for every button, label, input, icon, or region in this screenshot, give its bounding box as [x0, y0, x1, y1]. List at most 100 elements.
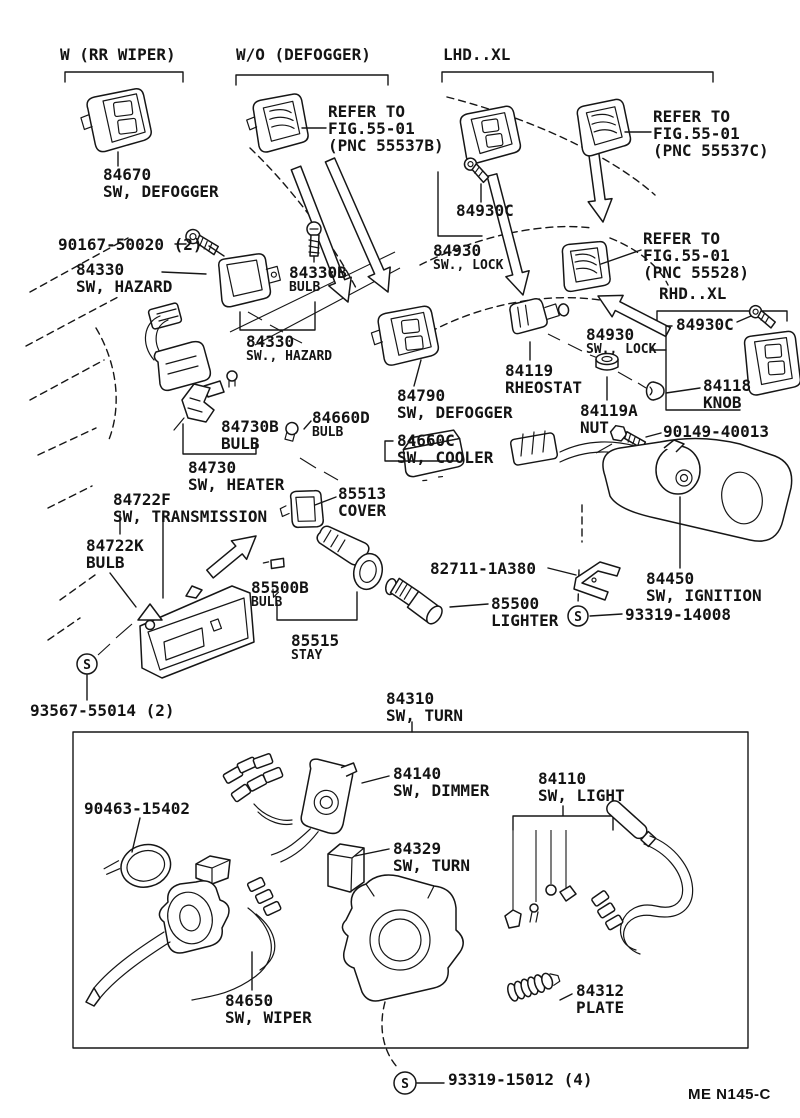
- part-name: SW, IGNITION: [646, 586, 762, 605]
- cooler-switch-84660c: [402, 429, 465, 482]
- part-number: 84930C: [456, 201, 514, 220]
- part-number: REFER TO: [328, 102, 406, 121]
- knob-84118: [645, 381, 665, 401]
- part-number: 85515: [291, 631, 340, 650]
- header-wo-defogger: W/O (DEFOGGER): [236, 45, 371, 64]
- heater-switch-lever-84730: [173, 383, 215, 431]
- cable-tie-90463: [103, 843, 172, 888]
- screw-84930c-rhd: [748, 304, 776, 329]
- wire-harness-connectors: [222, 753, 293, 826]
- part-number: 84119A: [580, 401, 638, 420]
- part-name: BULB: [251, 595, 283, 610]
- part-name: SW., LOCK: [433, 258, 504, 273]
- lock-switch-rhd: [743, 330, 800, 396]
- transmission-switch-panel-84722f: [139, 585, 255, 679]
- leader-lines-lower: [131, 775, 573, 1084]
- rheostat-84119: [509, 297, 570, 335]
- ignition-switch-assembly-84450: [509, 430, 793, 542]
- part-name: (PNC 55528): [643, 263, 749, 282]
- part-name: FIG.55-01: [653, 124, 740, 143]
- part-number: 84660D: [312, 408, 370, 427]
- part-name: SW, HAZARD: [76, 277, 173, 296]
- switch-hole-cover-85513: [279, 489, 324, 529]
- part-number: 84660C: [397, 431, 455, 450]
- header-brackets: [64, 71, 788, 322]
- label-84930c-lhd: 84930C: [456, 202, 514, 219]
- part-number: 90149-40013: [663, 422, 769, 441]
- part-number: 84930C: [676, 315, 734, 334]
- part-name: SW., HAZARD: [246, 349, 333, 364]
- part-name: BULB: [221, 434, 260, 453]
- blank-switch-hole-wo-defogger: [246, 93, 309, 153]
- part-number: 84650: [225, 991, 274, 1010]
- leader-lines-upper: [86, 127, 752, 733]
- part-number: 84140: [393, 764, 442, 783]
- part-number: 84310: [386, 689, 435, 708]
- part-number: 84670: [103, 165, 152, 184]
- combination-switch-housing: [341, 874, 464, 1002]
- bulb-84660d: [284, 421, 299, 442]
- header-with-rr-wiper: W (RR WIPER): [60, 45, 176, 64]
- part-number: 84330: [76, 260, 125, 279]
- part-name: SW, TRANSMISSION: [113, 507, 268, 526]
- part-number: 84312: [576, 981, 625, 1000]
- part-name: STAY: [291, 648, 323, 663]
- part-number: 90463-15402: [84, 799, 190, 818]
- bracket-82711: [573, 561, 621, 601]
- part-number: 82711-1A380: [430, 559, 536, 578]
- label-90149-40013: 90149-40013: [663, 423, 769, 440]
- part-name: COVER: [338, 501, 387, 520]
- diagram-code: ME N145-C: [688, 1086, 771, 1103]
- label-84930c-rhd: 84930C: [676, 316, 734, 333]
- part-number: 84730B: [221, 417, 279, 436]
- turn-switch-84329: [327, 843, 365, 893]
- screw-84330b: [306, 221, 322, 257]
- part-number: 84118: [703, 376, 752, 395]
- label-93319-14008: 93319-14008: [625, 606, 731, 623]
- part-number: 90167-50020 (2): [58, 235, 203, 254]
- part-name: PLATE: [576, 998, 625, 1017]
- part-name: KNOB: [703, 393, 742, 412]
- part-name: SW., LOCK: [586, 342, 657, 357]
- part-number: 85500: [491, 594, 540, 613]
- screw-84930c-lhd: [463, 157, 490, 184]
- part-number: 85500B: [251, 578, 309, 597]
- header-rhd-xl: RHD..XL: [659, 284, 727, 303]
- header-lhd-xl: LHD..XL: [443, 45, 511, 64]
- part-name: BULB: [86, 553, 125, 572]
- part-name: SW, LIGHT: [538, 786, 625, 805]
- part-number: 93567-55014 (2): [30, 701, 175, 720]
- part-number: 84330B: [289, 263, 347, 282]
- s-mark-glyph: S: [401, 1077, 409, 1092]
- label-93567-55014: 93567-55014 (2): [30, 702, 175, 719]
- part-name: SW, DEFOGGER: [103, 182, 219, 201]
- part-name: SW, TURN: [386, 706, 464, 725]
- part-number: 85513: [338, 484, 387, 503]
- s-mark-glyph: S: [83, 658, 91, 673]
- label-90463-15402: 90463-15402: [84, 800, 190, 817]
- part-number: 84110: [538, 769, 587, 788]
- defogger-switch-84670: [80, 88, 152, 153]
- part-number: 84330: [246, 332, 295, 351]
- part-number: REFER TO: [643, 229, 721, 248]
- label-90167-50020: 90167-50020 (2): [58, 236, 203, 253]
- label-82711-1a380: 82711-1A380: [430, 560, 536, 577]
